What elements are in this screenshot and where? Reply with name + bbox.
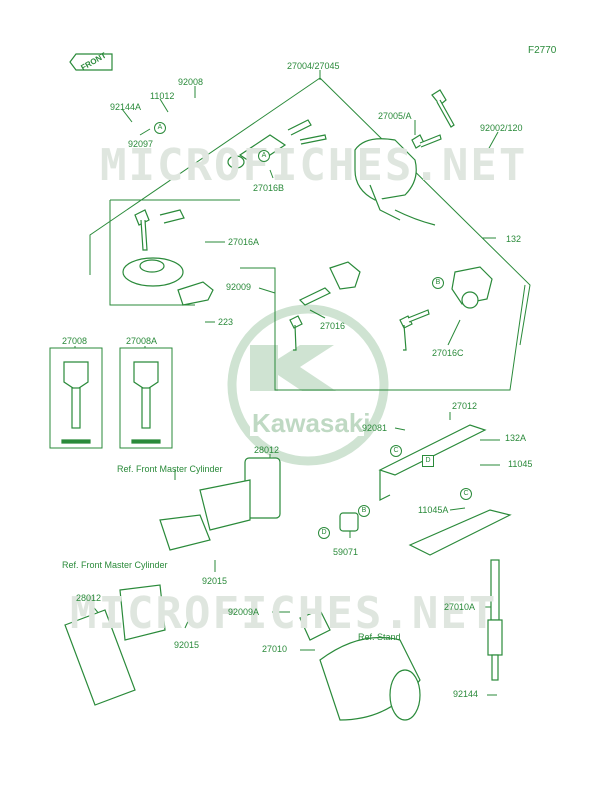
part-27016b[interactable]: 27016B — [253, 183, 285, 193]
part-92144[interactable]: 92144 — [453, 689, 479, 699]
callout-c-2: C — [460, 488, 472, 500]
part-59071[interactable]: 59071 — [333, 547, 359, 557]
part-28012-upper[interactable]: 28012 — [254, 445, 280, 455]
part-92002[interactable]: 92002/120 — [480, 123, 523, 133]
part-28012-lower[interactable]: 28012 — [76, 593, 102, 603]
part-223[interactable]: 223 — [218, 317, 234, 327]
ref-front-master-cylinder-upper: Ref. Front Master Cylinder — [117, 464, 223, 474]
part-27008[interactable]: 27008 — [62, 336, 88, 346]
ref-front-master-cylinder-lower: Ref. Front Master Cylinder — [62, 560, 168, 570]
part-92097[interactable]: 92097 — [128, 139, 154, 149]
part-27016[interactable]: 27016 — [320, 321, 346, 331]
part-shapes — [61, 53, 512, 721]
part-92015-upper[interactable]: 92015 — [202, 576, 228, 586]
part-92144a[interactable]: 92144A — [110, 102, 142, 112]
part-11012[interactable]: 11012 — [150, 91, 175, 101]
part-27010[interactable]: 27010 — [262, 644, 288, 654]
callout-a-1: A — [154, 122, 166, 134]
diagram-code: F2770 — [528, 45, 557, 56]
callout-c-1: C — [390, 445, 402, 457]
part-27016a[interactable]: 27016A — [228, 237, 260, 247]
part-92081[interactable]: 92081 — [362, 423, 388, 433]
part-27010a[interactable]: 27010A — [444, 602, 476, 612]
callout-a-2: A — [258, 150, 270, 162]
ref-stand: Ref. Stand — [358, 632, 401, 642]
part-92009a[interactable]: 92009A — [228, 607, 260, 617]
callout-b-1: B — [432, 277, 444, 289]
part-132a[interactable]: 132A — [505, 433, 527, 443]
part-132[interactable]: 132 — [506, 234, 522, 244]
part-92015-lower[interactable]: 92015 — [174, 640, 200, 650]
callout-d-2: D — [318, 527, 330, 539]
part-11045a[interactable]: 11045A — [418, 505, 449, 515]
part-27004[interactable]: 27004/27045 — [287, 61, 340, 71]
part-27008a[interactable]: 27008A — [126, 336, 158, 346]
watermark-bottom: MICROFICHES.NET — [70, 588, 498, 639]
leader-lines — [49, 70, 531, 696]
part-92008[interactable]: 92008 — [178, 77, 204, 87]
part-92009[interactable]: 92009 — [226, 282, 252, 292]
logo-wordmark: Kawasaki — [252, 408, 371, 438]
part-27012[interactable]: 27012 — [452, 401, 478, 411]
kawasaki-logo — [227, 304, 389, 466]
part-11045[interactable]: 11045 — [508, 459, 533, 469]
part-27016c[interactable]: 27016C — [432, 348, 464, 358]
part-27005[interactable]: 27005/A — [378, 111, 412, 121]
callout-d-1: D — [422, 455, 434, 467]
callout-b-2: B — [358, 505, 370, 517]
watermark-top: MICROFICHES.NET — [100, 140, 528, 191]
